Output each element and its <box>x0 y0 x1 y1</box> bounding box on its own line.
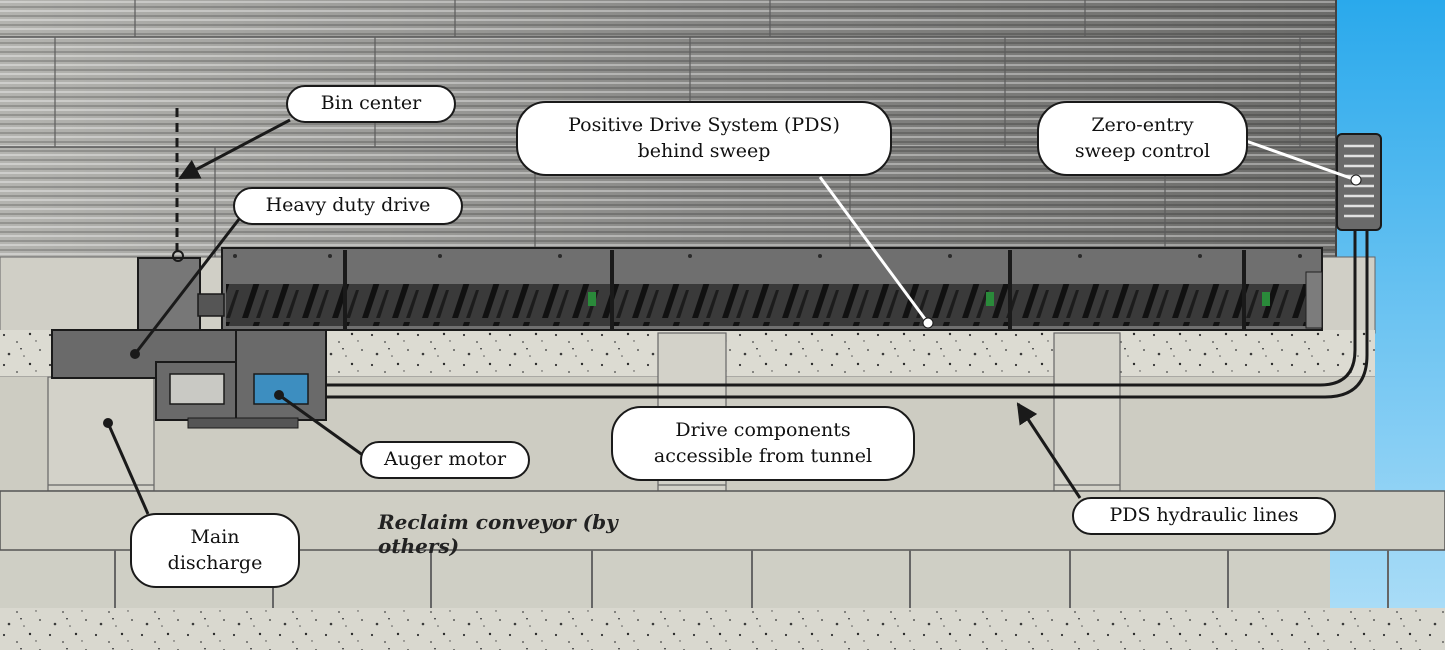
callout-pds: Positive Drive System (PDS) behind sweep <box>516 101 892 176</box>
callout-zero-entry-line1: Zero-entry <box>1091 113 1194 136</box>
leader-zero-entry <box>1245 139 1357 182</box>
reclaim-conveyor-caption: Reclaim conveyor (by others) <box>378 510 618 558</box>
callout-main-discharge-line1: Main <box>190 525 240 548</box>
leader-main-discharge <box>106 422 150 515</box>
leader-dot-auger-motor <box>274 390 284 400</box>
pds-hydraulic-lines <box>326 228 1369 399</box>
callout-pds-hydraulic-lines: PDS hydraulic lines <box>1072 497 1336 535</box>
callout-drive-components-line2: accessible from tunnel <box>653 444 873 467</box>
leader-dot-heavy-duty-drive <box>130 349 140 359</box>
callout-zero-entry: Zero-entry sweep control <box>1037 101 1248 176</box>
leader-lines <box>103 118 1362 515</box>
callout-zero-entry-line2: sweep control <box>1074 139 1211 162</box>
leader-dot-pds <box>922 317 934 329</box>
callout-heavy-duty-drive: Heavy duty drive <box>233 187 463 225</box>
callout-drive-components: Drive components accessible from tunnel <box>611 406 915 481</box>
callout-bin-center: Bin center <box>286 85 456 123</box>
callout-bin-center-text: Bin center <box>320 92 422 115</box>
callout-main-discharge: Main discharge <box>130 513 300 588</box>
callout-auger-motor-text: Auger motor <box>383 448 507 471</box>
leader-bin-center <box>178 118 291 180</box>
leader-auger-motor <box>278 393 365 458</box>
callout-pds-line1: Positive Drive System (PDS) <box>568 113 840 136</box>
callout-pds-hydraulic-lines-text: PDS hydraulic lines <box>1109 504 1299 527</box>
callout-heavy-duty-drive-text: Heavy duty drive <box>265 194 431 217</box>
callout-pds-line2: behind sweep <box>637 139 771 162</box>
leader-dot-main-discharge <box>103 418 113 428</box>
ground <box>0 608 1445 650</box>
drive-gearbox <box>137 250 225 331</box>
callout-drive-components-line1: Drive components <box>675 418 851 441</box>
sweep-housing <box>221 247 1323 331</box>
callout-auger-motor: Auger motor <box>360 441 530 479</box>
leader-dot-zero-entry <box>1350 174 1362 186</box>
leader-pds-hydraulic-lines <box>1016 402 1082 499</box>
leader-pds <box>818 176 930 324</box>
leader-heavy-duty-drive <box>133 213 245 355</box>
callout-main-discharge-line2: discharge <box>167 551 263 574</box>
